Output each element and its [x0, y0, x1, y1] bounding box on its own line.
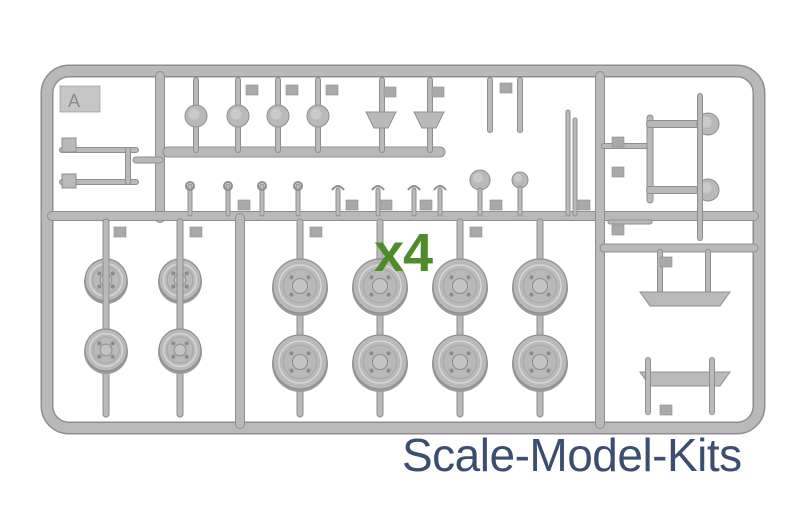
- part-number-tag: [577, 199, 591, 211]
- part-number-tag: [611, 166, 625, 178]
- part-number-tag: [189, 226, 203, 238]
- link-part: [61, 173, 77, 189]
- hook-part: [433, 185, 447, 191]
- watermark-text: Scale-Model-Kits: [402, 429, 742, 481]
- part-number-tag: [245, 84, 259, 96]
- part-number-tag: [419, 199, 433, 211]
- sprue-letter-tag: [59, 85, 101, 113]
- part-number-tag: [659, 404, 673, 416]
- part-number-tag: [383, 86, 397, 98]
- pin-part: [223, 181, 233, 191]
- part-number-tag: [237, 199, 251, 211]
- hook-part: [331, 185, 345, 191]
- bracket-part: [413, 111, 445, 129]
- part-number-tag: [345, 199, 359, 211]
- part-number-tag: [659, 256, 673, 268]
- link-part: [61, 137, 77, 153]
- bracket-part: [365, 111, 397, 129]
- part-number-tag: [285, 84, 299, 96]
- part-number-tag: [379, 199, 393, 211]
- part-number-tag: [499, 82, 513, 94]
- part-number-tag: [431, 86, 445, 98]
- hook-part: [371, 185, 385, 191]
- sprue-outer-frame: [42, 66, 764, 433]
- part-number-tag: [469, 226, 483, 238]
- part-number-tag: [611, 136, 625, 148]
- pin-part: [257, 181, 267, 191]
- sprue-letter: A: [68, 91, 80, 111]
- pin-part: [185, 181, 195, 191]
- pin-part: [293, 181, 303, 191]
- part-number-tag: [309, 226, 323, 238]
- part-number-tag: [325, 84, 339, 96]
- hook-part: [407, 185, 421, 191]
- axle-part: [639, 291, 731, 307]
- part-number-tag: [611, 224, 625, 236]
- axle-part: [639, 371, 731, 387]
- quantity-multiplier: x4: [374, 223, 433, 283]
- part-number-tag: [113, 226, 127, 238]
- part-number-tag: [489, 199, 503, 211]
